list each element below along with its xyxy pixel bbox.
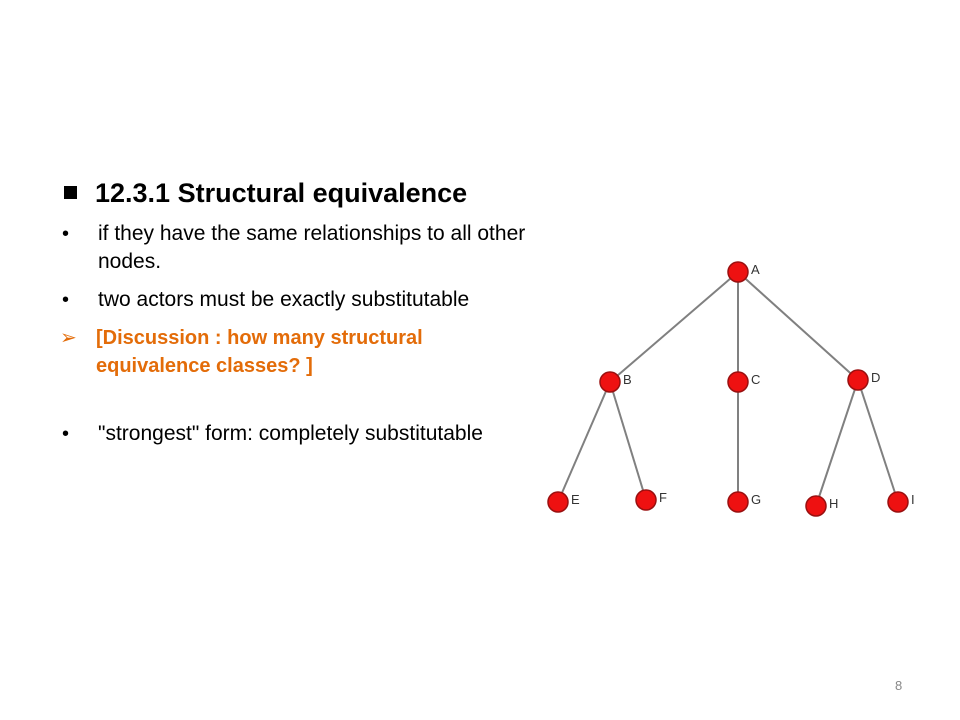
node-label-C: C <box>751 372 760 387</box>
node-label-I: I <box>911 492 915 507</box>
edge-D-H <box>815 379 859 507</box>
node-label-G: G <box>751 492 761 507</box>
bullet-text: two actors must be exactly substitutable <box>98 288 470 311</box>
node-B <box>599 371 621 393</box>
node-label-A: A <box>751 262 760 277</box>
edge-A-D <box>737 271 859 381</box>
bullet-item: • if they have the same relationships to… <box>60 220 530 276</box>
discussion-item: ➢ [Discussion : how many structural equi… <box>60 324 530 380</box>
section-heading: 12.3.1 Structural equivalence <box>60 176 530 210</box>
node-H <box>805 495 827 517</box>
node-label-D: D <box>871 370 880 385</box>
bullet-item: • "strongest" form: completely substitut… <box>60 420 530 448</box>
node-label-B: B <box>623 372 632 387</box>
node-A <box>727 261 749 283</box>
edge-D-I <box>857 379 899 503</box>
edge-B-F <box>609 381 647 501</box>
node-F <box>635 489 657 511</box>
edge-A-B <box>609 271 739 383</box>
dot-bullet-icon: • <box>62 289 70 311</box>
dot-bullet-icon: • <box>62 423 70 445</box>
node-C <box>727 371 749 393</box>
node-label-F: F <box>659 490 667 505</box>
heading-text: 12.3.1 Structural equivalence <box>95 178 468 208</box>
square-bullet-icon <box>64 186 77 199</box>
arrow-bullet-icon: ➢ <box>60 327 77 349</box>
tree-diagram: A B C D E F G H I <box>547 261 915 517</box>
bullet-text: if they have the same relationships to a… <box>98 222 526 273</box>
discussion-text: [Discussion : how many structural equiva… <box>96 327 423 377</box>
dot-bullet-icon: • <box>62 223 70 245</box>
node-label-H: H <box>829 496 838 511</box>
edge-B-E <box>557 381 611 503</box>
node-G <box>727 491 749 513</box>
node-label-E: E <box>571 492 580 507</box>
node-I <box>887 491 909 513</box>
bullet-item: • two actors must be exactly substitutab… <box>60 286 530 314</box>
page-number: 8 <box>895 678 903 693</box>
node-E <box>547 491 569 513</box>
slide-body: 12.3.1 Structural equivalence • if they … <box>60 176 530 448</box>
node-D <box>847 369 869 391</box>
bullet-text: "strongest" form: completely substitutab… <box>98 422 483 445</box>
